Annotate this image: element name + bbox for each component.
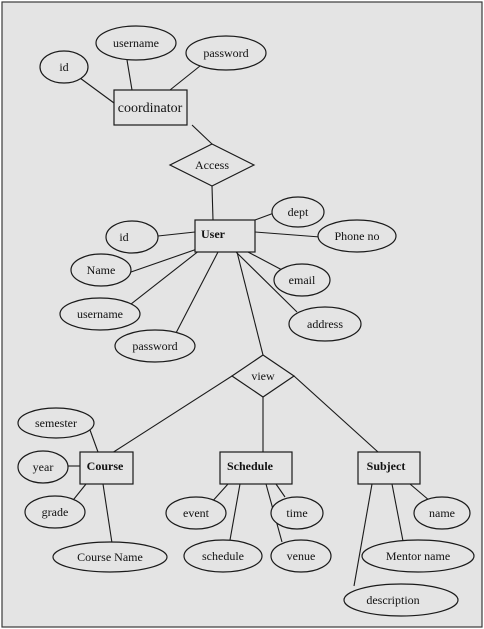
attr-subject-mentor-label: Mentor name <box>386 549 450 563</box>
attr-user-password-label: password <box>132 339 177 353</box>
attr-coordinator-password <box>185 35 267 71</box>
connector-subject-description <box>353 483 373 587</box>
connector-view-subject <box>293 375 379 453</box>
attr-user-username <box>59 297 141 331</box>
entity-subject-label: Subject <box>367 459 406 473</box>
attr-user-phone-label: Phone no <box>335 229 380 243</box>
attr-user-phone <box>317 219 397 253</box>
attr-subject-name <box>413 496 471 530</box>
connector-user-dept <box>254 212 275 221</box>
entity-user <box>194 219 256 253</box>
relationship-view-label: view <box>251 369 275 383</box>
attr-user-id <box>105 220 159 254</box>
relationship-access <box>168 143 256 187</box>
attr-subject-description-label: description <box>366 593 419 607</box>
connector-course-name <box>102 483 113 544</box>
attr-user-address-label: address <box>307 317 343 331</box>
attr-user-username-label: username <box>77 307 123 321</box>
connector-coordinator-password <box>169 65 201 91</box>
attr-schedule-event-label: event <box>183 506 210 520</box>
connector-coordinator-id <box>79 77 115 104</box>
connector-user-view <box>236 251 264 356</box>
attr-coordinator-username <box>95 25 177 61</box>
entity-course <box>79 451 134 485</box>
attr-user-name-label: Name <box>87 263 116 277</box>
entity-subject <box>357 451 421 485</box>
attr-user-dept <box>271 196 325 228</box>
entity-coordinator <box>113 89 188 126</box>
connector-user-name <box>130 247 201 273</box>
connector-subject-name <box>409 483 431 502</box>
attr-user-address <box>288 306 362 342</box>
attr-course-semester <box>17 407 95 439</box>
connector-user-email <box>247 251 285 272</box>
connector-view-course <box>111 375 233 454</box>
attr-course-year <box>17 450 69 484</box>
attr-schedule-venue <box>270 539 332 573</box>
attr-course-name-label: Course Name <box>77 550 143 564</box>
attr-course-name <box>52 541 168 573</box>
connector-schedule-schedule <box>229 483 241 541</box>
connector-coordinator-access <box>191 124 213 145</box>
entity-coordinator-label: coordinator <box>118 101 183 116</box>
attr-course-year-label: year <box>33 460 54 474</box>
attr-coordinator-username-label: username <box>113 36 159 50</box>
connector-user-id <box>157 231 196 237</box>
entity-schedule-label: Schedule <box>227 459 274 473</box>
connector-schedule-time <box>275 483 286 498</box>
attr-coordinator-id <box>39 50 89 84</box>
relationship-view <box>230 354 296 398</box>
attr-course-semester-label: semester <box>35 416 77 430</box>
attr-schedule-time <box>270 496 324 530</box>
entity-course-label: Course <box>87 459 124 473</box>
attr-user-id-label: id <box>119 230 128 244</box>
connector-course-semester <box>89 429 99 453</box>
attr-subject-mentor <box>361 539 475 573</box>
attr-schedule-schedule <box>183 539 263 573</box>
connector-user-phone <box>254 231 321 238</box>
entity-user-label: User <box>201 227 226 241</box>
attr-coordinator-password-label: password <box>203 46 248 60</box>
connector-coordinator-username <box>126 59 133 91</box>
attr-course-grade <box>24 495 86 529</box>
attr-user-password <box>114 329 196 363</box>
attr-subject-description <box>343 583 459 617</box>
attr-schedule-venue-label: venue <box>287 549 316 563</box>
attr-schedule-time-label: time <box>286 506 307 520</box>
attr-course-grade-label: grade <box>42 505 69 519</box>
relationship-access-label: Access <box>195 158 229 172</box>
attr-user-email <box>273 263 331 297</box>
connector-user-address <box>235 251 298 313</box>
attr-coordinator-id-label: id <box>59 60 68 74</box>
connector-subject-mentor <box>391 483 404 542</box>
attr-subject-name-label: name <box>429 506 455 520</box>
connector-access-user <box>211 185 214 221</box>
attr-schedule-schedule-label: schedule <box>202 549 244 563</box>
attr-user-dept-label: dept <box>288 205 309 219</box>
connector-user-username <box>125 249 201 309</box>
attr-user-name <box>70 253 132 287</box>
attr-user-email-label: email <box>289 273 316 287</box>
attr-schedule-event <box>165 496 227 530</box>
connector-user-password <box>175 251 219 334</box>
entity-schedule <box>219 451 293 485</box>
